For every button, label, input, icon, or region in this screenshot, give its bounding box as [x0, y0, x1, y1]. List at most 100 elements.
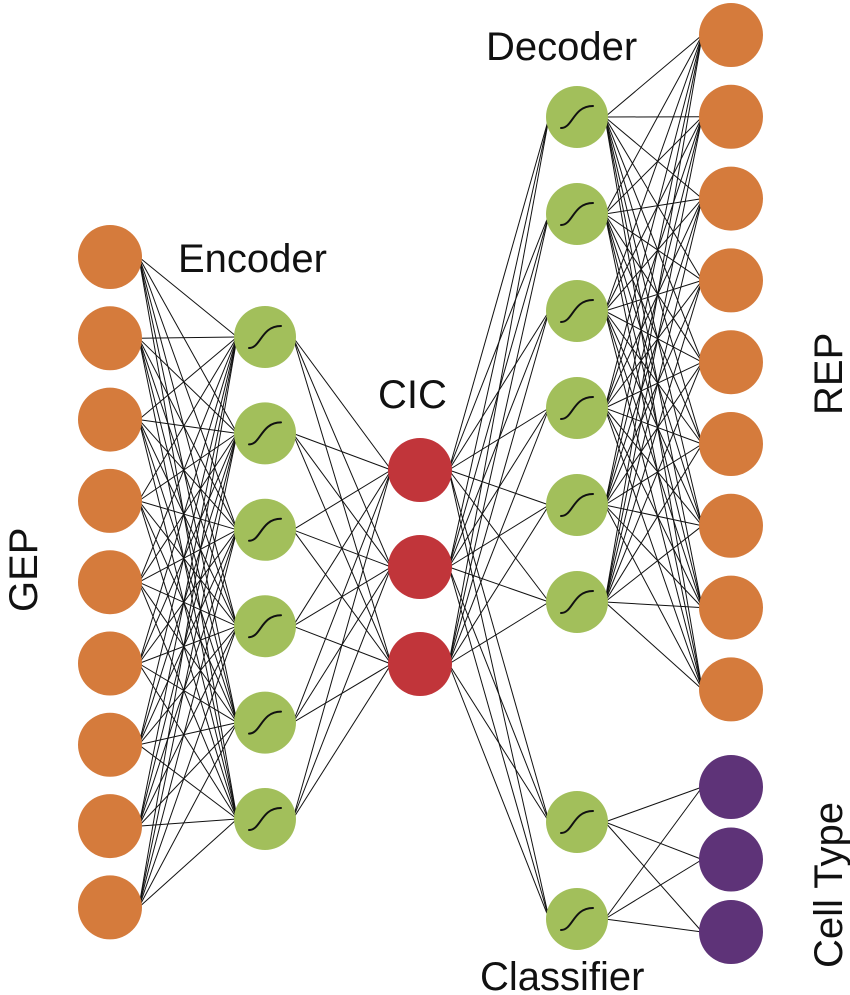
edge-decoder-3-rep-0	[604, 34, 703, 409]
cell-type-node-2	[699, 900, 763, 964]
edge-gep-3-encoder-3	[138, 500, 238, 627]
sigmoid-icon	[248, 421, 282, 446]
edge-gep-6-encoder-3	[138, 625, 238, 746]
edge-gep-4-encoder-4	[138, 581, 238, 723]
rep-node-7	[699, 575, 763, 640]
cic-node-2	[388, 632, 452, 696]
edge-classifier-1-cell_type-1	[604, 859, 703, 920]
edge-decoder-0-rep-3	[604, 116, 703, 281]
edge-decoder-3-rep-2	[604, 198, 703, 409]
edge-decoder-5-rep-2	[604, 198, 703, 603]
edge-decoder-2-rep-1	[604, 116, 703, 312]
edge-gep-1-encoder-5	[138, 338, 238, 820]
edge-gep-0-encoder-0	[138, 256, 238, 338]
edge-gep-7-encoder-3	[138, 625, 238, 827]
edge-gep-8-encoder-5	[138, 818, 238, 908]
edge-cic-0-decoder-0	[448, 116, 550, 471]
rep-node-0	[699, 3, 763, 67]
edge-decoder-0-rep-8	[604, 116, 703, 690]
rep-label: REP	[807, 333, 850, 415]
edge-gep-7-encoder-4	[138, 722, 238, 827]
edge-decoder-2-rep-4	[604, 310, 703, 363]
edge-classifier-0-cell_type-0	[604, 786, 703, 823]
edge-gep-5-encoder-3	[138, 625, 238, 664]
decoder-node-1	[546, 183, 608, 245]
rep-node-2	[699, 166, 763, 231]
edge-classifier-0-cell_type-2	[604, 821, 703, 933]
rep-node-1	[699, 84, 763, 149]
encoder-node-5	[234, 788, 296, 850]
edge-classifier-1-cell_type-2	[604, 918, 703, 933]
sigmoid-icon	[560, 810, 594, 834]
edge-classifier-1-cell_type-0	[604, 786, 703, 920]
edge-decoder-0-rep-7	[604, 116, 703, 608]
decoder-label: Decoder	[486, 25, 637, 69]
gep-node-5	[78, 631, 142, 696]
classifier-node-0	[546, 791, 608, 853]
cic-label: CIC	[378, 373, 447, 417]
edge-decoder-5-rep-6	[604, 525, 703, 603]
edge-decoder-2-rep-2	[604, 198, 703, 312]
edge-decoder-4-rep-7	[604, 504, 703, 608]
edge-encoder-5-cic-0	[292, 469, 392, 820]
edge-gep-3-encoder-4	[138, 500, 238, 723]
sigmoid-icon	[248, 614, 282, 639]
edge-encoder-5-cic-2	[292, 663, 392, 820]
edge-gep-5-encoder-1	[138, 433, 238, 664]
edge-gep-8-encoder-4	[138, 722, 238, 908]
edge-gep-1-encoder-0	[138, 336, 238, 339]
edge-decoder-2-rep-8	[604, 310, 703, 690]
edge-gep-7-encoder-2	[138, 529, 238, 827]
edge-decoder-5-rep-5	[604, 443, 703, 603]
edge-gep-5-encoder-5	[138, 663, 238, 820]
edge-gep-7-encoder-1	[138, 433, 238, 827]
edge-gep-4-encoder-2	[138, 529, 238, 583]
sigmoid-icon	[560, 202, 594, 226]
gep-node-0	[78, 225, 142, 289]
edge-gep-2-encoder-3	[138, 419, 238, 627]
cic-node-0	[388, 438, 452, 502]
edge-decoder-0-rep-2	[604, 116, 703, 199]
edges-group	[138, 34, 703, 933]
sigmoid-icon	[248, 517, 282, 542]
edge-gep-6-encoder-5	[138, 744, 238, 820]
edge-cic-0-classifier-0	[448, 469, 550, 823]
edge-cic-2-decoder-5	[448, 601, 550, 665]
edge-cic-2-classifier-1	[448, 663, 550, 920]
edge-decoder-5-rep-7	[604, 601, 703, 609]
edge-gep-5-encoder-2	[138, 529, 238, 664]
gep-node-1	[78, 306, 142, 371]
edge-gep-8-encoder-0	[138, 336, 238, 908]
decoder-node-4	[546, 474, 608, 536]
cell-type-label: Cell Type	[807, 802, 850, 968]
edge-encoder-1-cic-0	[292, 432, 392, 471]
edge-cic-2-decoder-3	[448, 407, 550, 665]
classifier-node-1	[546, 888, 608, 950]
encoder-node-0	[234, 306, 296, 368]
edge-decoder-2-rep-3	[604, 279, 703, 312]
rep-node-8	[699, 657, 763, 722]
rep-node-4	[699, 330, 763, 395]
sigmoid-icon	[560, 105, 594, 129]
edge-decoder-2-rep-5	[604, 310, 703, 445]
edge-gep-6-encoder-1	[138, 433, 238, 745]
rep-node-5	[699, 412, 763, 476]
edge-gep-2-encoder-2	[138, 419, 238, 531]
decoder-node-0	[546, 86, 608, 148]
edge-encoder-4-cic-0	[292, 469, 392, 723]
edge-decoder-5-rep-4	[604, 362, 703, 603]
edge-decoder-0-rep-5	[604, 116, 703, 445]
edge-decoder-1-rep-2	[604, 198, 703, 215]
edge-decoder-5-rep-0	[604, 34, 703, 603]
edge-cic-1-classifier-0	[448, 566, 550, 823]
rep-node-3	[699, 248, 763, 313]
edge-cic-2-decoder-4	[448, 504, 550, 665]
rep-node-6	[699, 493, 763, 558]
encoder-node-3	[234, 595, 296, 658]
gep-node-8	[78, 875, 142, 940]
sigmoid-icon	[248, 710, 282, 735]
edge-gep-3-encoder-0	[138, 336, 238, 502]
encoder-node-2	[234, 498, 296, 561]
edge-gep-8-encoder-3	[138, 626, 238, 908]
